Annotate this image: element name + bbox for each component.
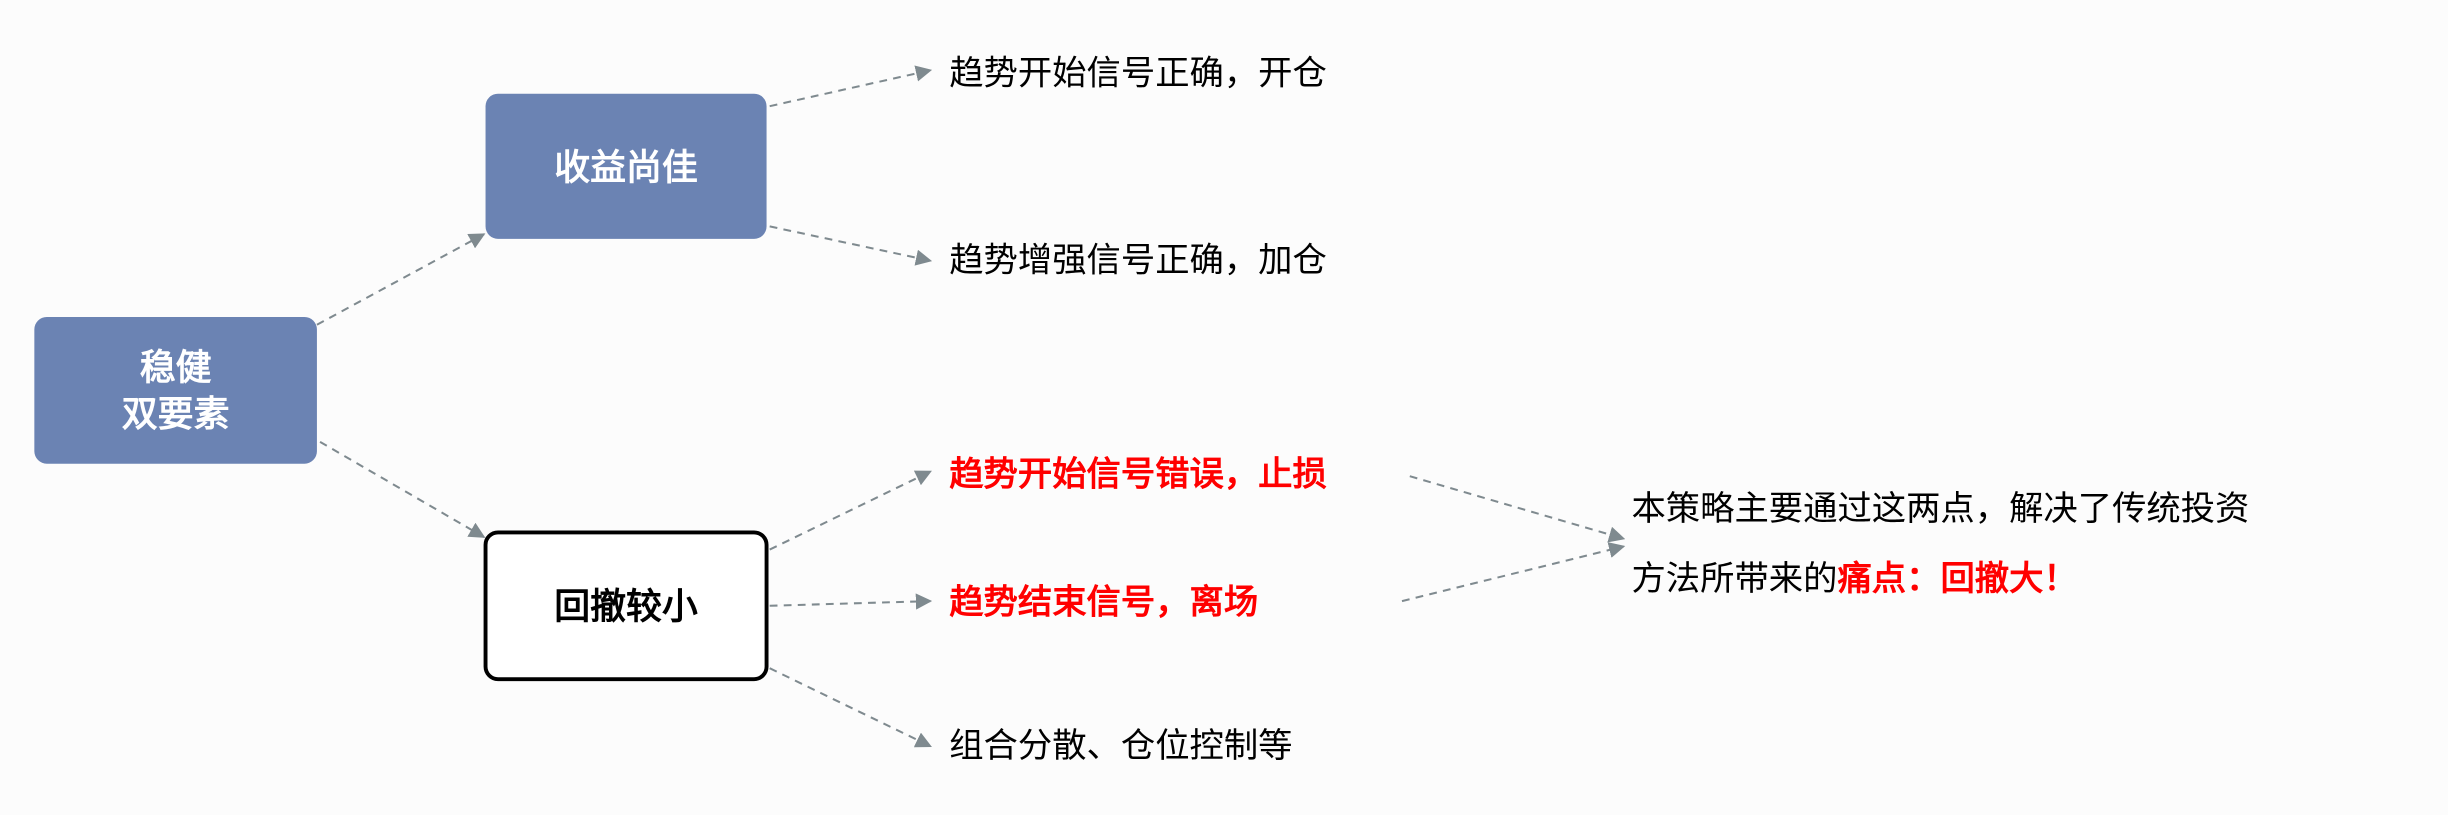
arrow-drawdown-item-3 (769, 667, 932, 748)
arrow-root-to-returns (316, 233, 486, 326)
drawdown-node: 回撤较小 (483, 530, 769, 682)
arrow-drawdown-item-2 (769, 593, 933, 610)
returns-label: 收益尚佳 (554, 148, 698, 189)
conclusion-line-1: 本策略主要通过这两点，解决了传统投资 (1631, 489, 2249, 529)
returns-node: 收益尚佳 (485, 93, 767, 239)
arrow-returns-item-2 (769, 225, 933, 266)
conclusion-line-2: 方法所带来的痛点：回撤大！ (1631, 559, 2077, 599)
returns-item-open: 趋势开始信号正确，开仓 (949, 53, 1327, 93)
drawdown-item-exit: 趋势结束信号，离场 (949, 583, 1258, 623)
returns-item-add: 趋势增强信号正确，加仓 (949, 241, 1327, 281)
root-line-1: 稳健 (140, 347, 212, 388)
arrow-exit-to-conclusion (1401, 542, 1626, 603)
conclusion-highlight: 痛点：回撤大！ (1837, 559, 2077, 599)
arrow-drawdown-item-1 (769, 470, 932, 551)
drawdown-label: 回撤较小 (554, 586, 698, 627)
root-node: 稳健 双要素 (34, 316, 317, 464)
drawdown-item-diversify: 组合分散、仓位控制等 (949, 726, 1292, 766)
drawdown-item-stoploss: 趋势开始信号错误，止损 (949, 455, 1327, 495)
root-line-2: 双要素 (122, 394, 230, 435)
conclusion-prefix: 方法所带来的 (1631, 559, 1837, 599)
arrow-root-to-drawdown (319, 440, 486, 538)
arrow-returns-item-1 (769, 65, 933, 108)
arrow-stoploss-to-conclusion (1409, 475, 1626, 543)
